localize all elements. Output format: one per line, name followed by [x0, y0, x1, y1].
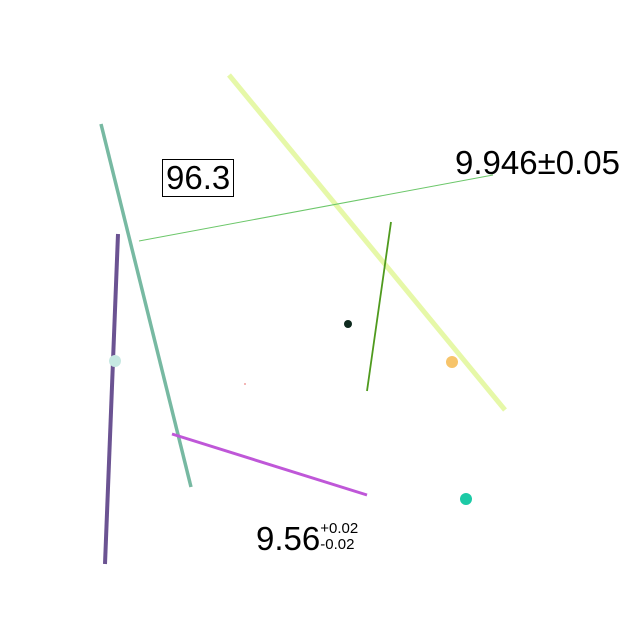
asymmetric-error-scripts: +0.02-0.02	[320, 520, 366, 556]
thin-green-line	[138, 174, 494, 242]
yellow-green-line	[227, 73, 507, 412]
plus-minus-value-label: 9.946±0.05	[455, 144, 620, 181]
purple-line	[103, 233, 120, 565]
magenta-line	[171, 432, 368, 497]
teal-dot	[460, 493, 472, 505]
asymmetric-error-sup: +0.02	[320, 520, 359, 537]
pink-dot	[244, 383, 246, 385]
light-cyan-dot	[109, 355, 121, 367]
teal-line	[99, 123, 193, 488]
black-dot	[344, 320, 352, 328]
orange-dot	[446, 356, 458, 368]
asymmetric-error-label: 9.56+0.02-0.02	[256, 520, 366, 557]
boxed-value-label: 96.3	[162, 159, 235, 197]
olive-green-line	[366, 221, 392, 392]
asymmetric-error-sub: -0.02	[320, 536, 355, 553]
asymmetric-error-main: 9.56	[256, 520, 321, 557]
